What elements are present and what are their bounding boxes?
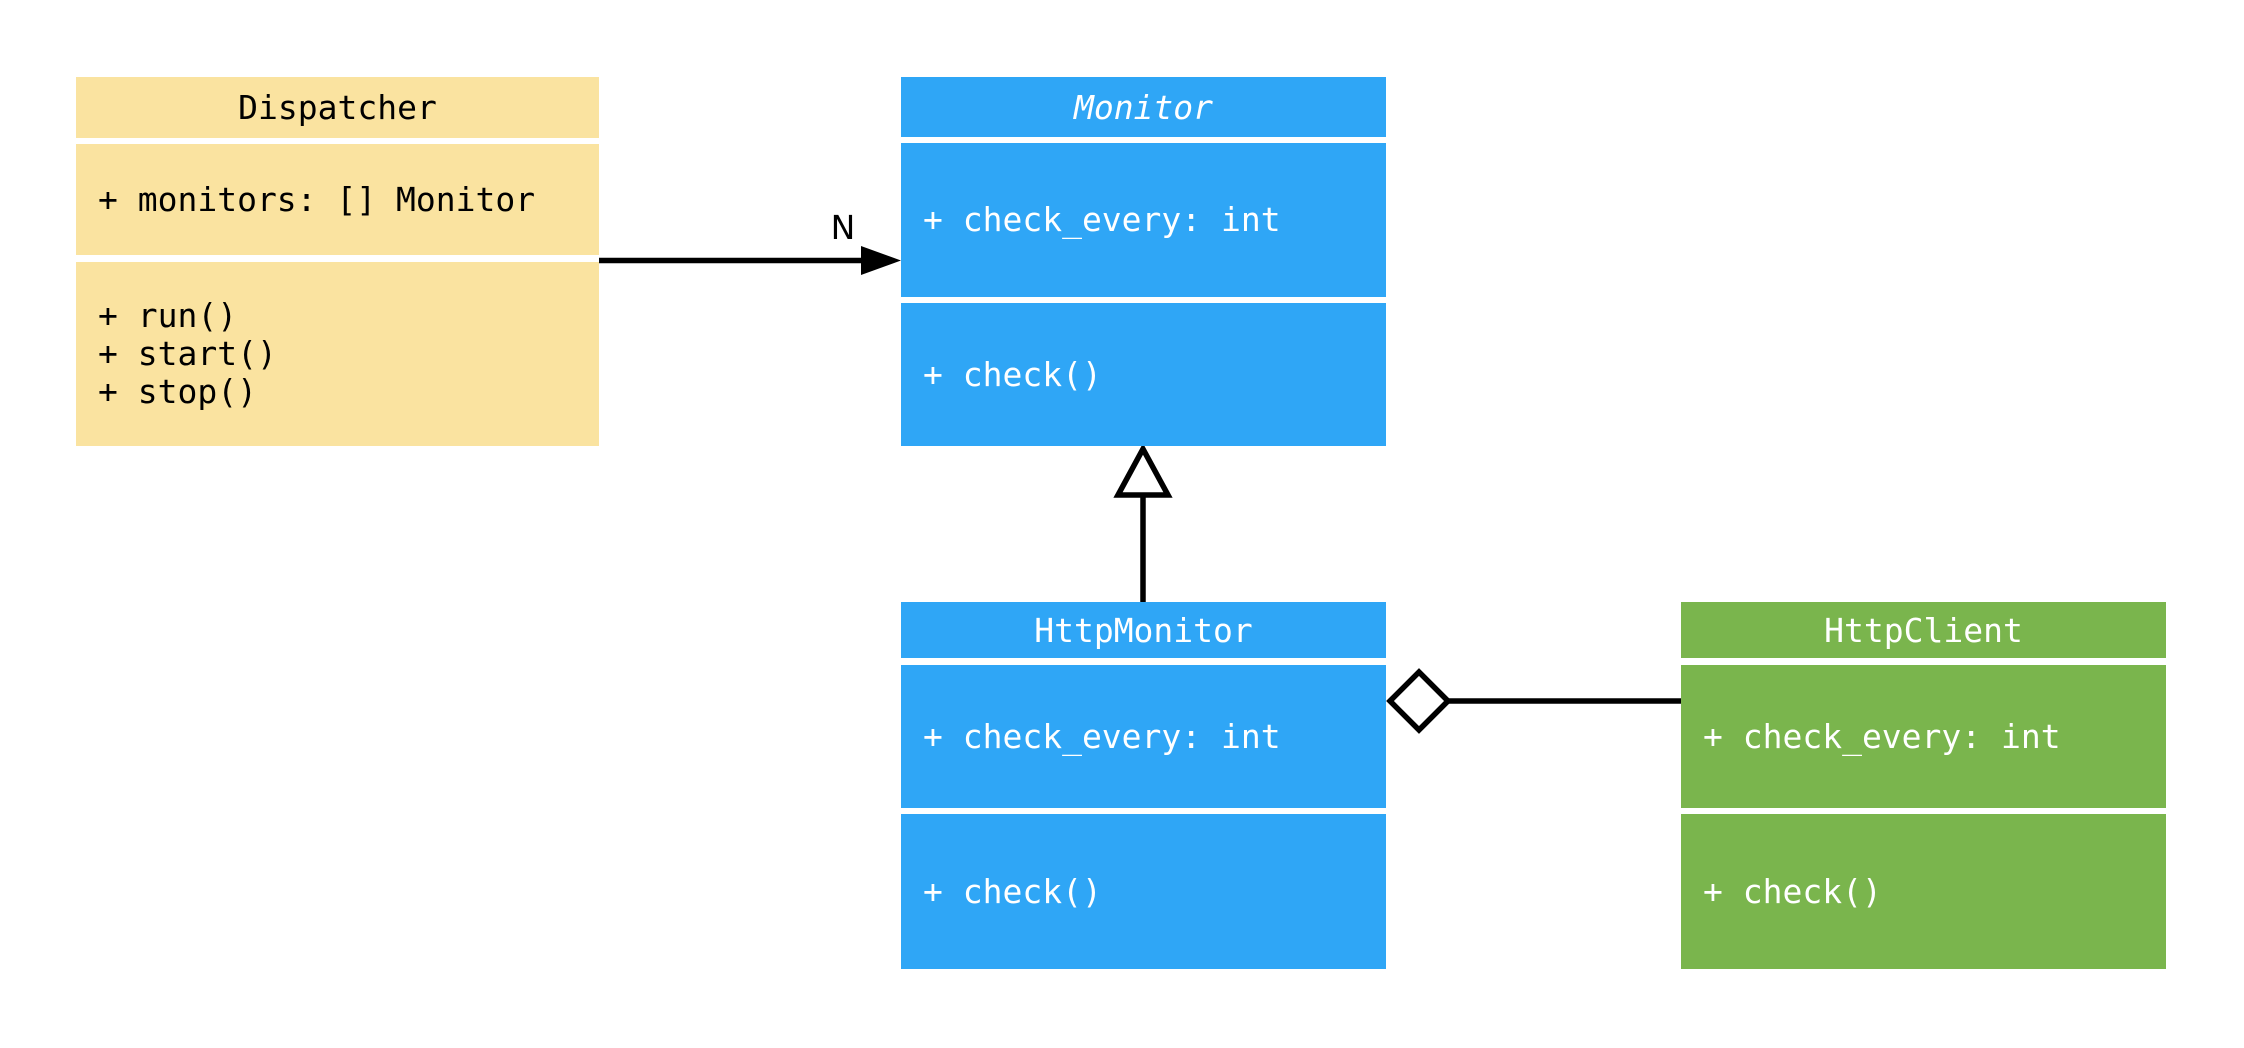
inheritance-edge-httpmonitor-monitor[interactable] (1113, 443, 1173, 602)
class-methods-compartment: + check() (901, 814, 1386, 969)
filled-arrowhead-icon (861, 246, 901, 275)
association-edge-dispatcher-monitor[interactable] (599, 246, 901, 275)
class-dispatcher[interactable]: Dispatcher + monitors: [] Monitor + run(… (76, 77, 599, 446)
class-title: HttpMonitor (901, 602, 1386, 658)
attribute-entry: + check_every: int (923, 716, 1281, 756)
class-attributes-compartment: + check_every: int (1681, 665, 2166, 808)
aggregation-edge-httpmonitor-httpclient[interactable] (1386, 668, 1681, 734)
method-entry: + check() (923, 354, 1102, 394)
class-attributes-compartment: + check_every: int (901, 143, 1386, 297)
class-attributes-compartment: + check_every: int (901, 665, 1386, 808)
method-entry: + stop() (98, 372, 257, 411)
method-entry: + check() (923, 871, 1102, 911)
class-monitor[interactable]: Monitor + check_every: int + check() (901, 77, 1386, 446)
method-entry: + run() (98, 296, 238, 335)
attribute-entry: + check_every: int (923, 200, 1281, 239)
class-methods-compartment: + check() (901, 303, 1386, 446)
class-title: HttpClient (1681, 602, 2166, 658)
class-attributes-compartment: + monitors: [] Monitor (76, 144, 599, 255)
hollow-diamond-icon (1386, 668, 1452, 734)
attribute-entry: + monitors: [] Monitor (98, 179, 536, 219)
class-title: Dispatcher (76, 77, 599, 138)
method-entry: + check() (1703, 871, 1882, 911)
class-httpmonitor[interactable]: HttpMonitor + check_every: int + check() (901, 602, 1386, 969)
class-httpclient[interactable]: HttpClient + check_every: int + check() (1681, 602, 2166, 969)
method-entry: + start() (98, 334, 277, 373)
class-methods-compartment: + check() (1681, 814, 2166, 969)
class-methods-compartment: + run() + start() + stop() (76, 262, 599, 446)
association-multiplicity-label: N (830, 208, 856, 247)
attribute-entry: + check_every: int (1703, 716, 2061, 756)
class-title: Monitor (901, 77, 1386, 137)
hollow-triangle-icon (1113, 443, 1173, 498)
